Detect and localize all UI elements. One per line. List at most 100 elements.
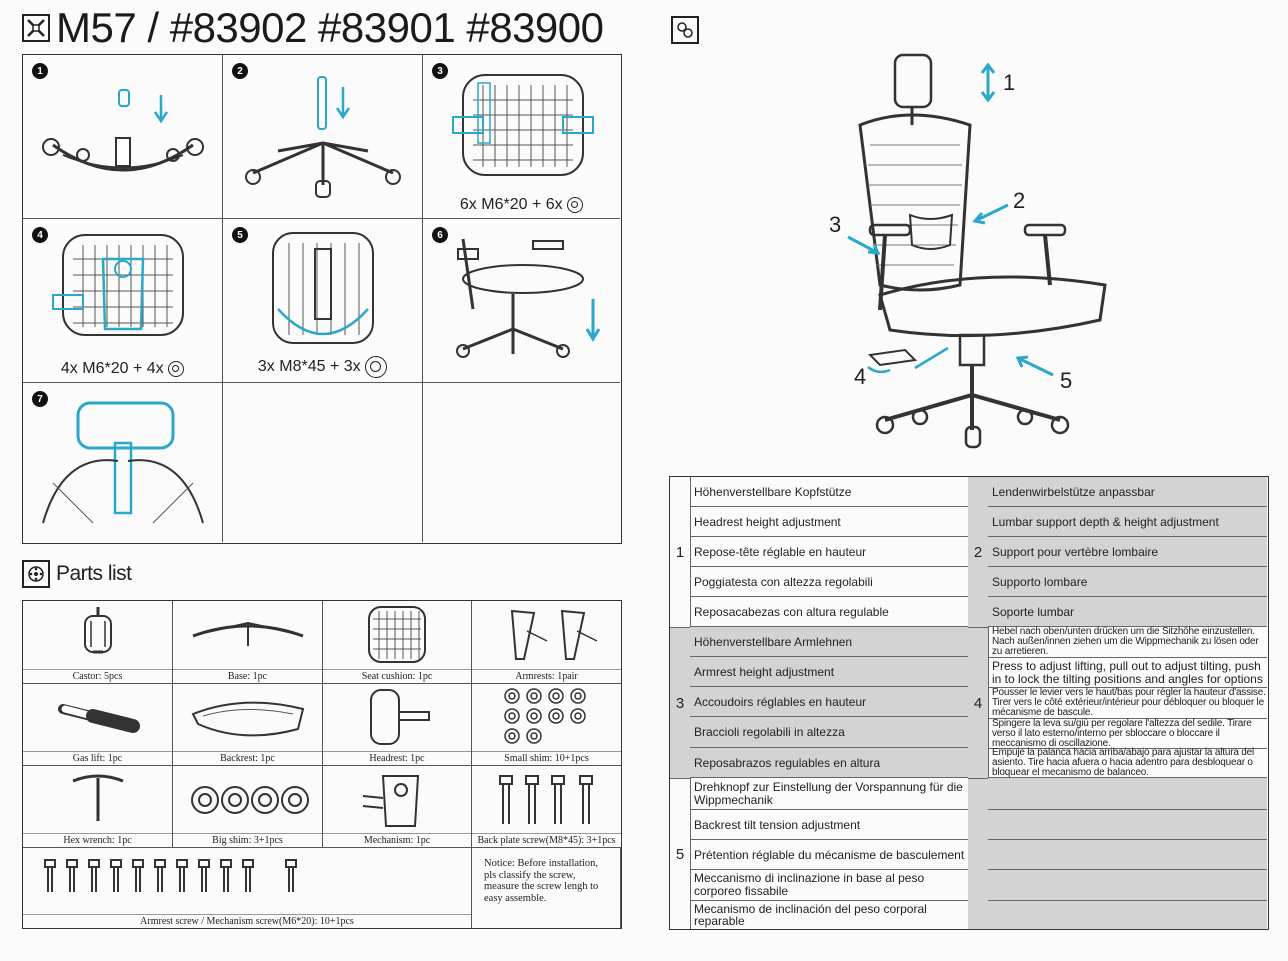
step-caption: 4x M6*20 + 4x [23,360,222,378]
hex-wrench-icon [72,774,124,821]
seat-cushion-icon [368,606,426,663]
shim-icon [168,360,185,377]
feature-text: Press to adjust lifting, pull out to adj… [988,658,1267,688]
assembly-step-6: 6 [423,219,620,383]
headrest-arrow [980,62,996,103]
feature-text: Backrest tilt tension adjustment [690,810,968,840]
mechanism-illustration [52,234,184,336]
feature-text: Mecanismo de inclinación del peso corpor… [694,902,927,928]
backrest-icon [191,701,305,737]
feature-text: Lumbar support depth & height adjustment [988,507,1267,537]
feature-text: Drehknopf zur Einstellung der Vorspannun… [690,778,968,810]
part-armrest-mechanism-screw: Armrest screw / Mechanism screw(M6*20): … [23,848,472,928]
callout-2: 2 [1013,188,1026,213]
feature-text: Accoudoirs réglables en hauteur [690,687,968,717]
part-hex-wrench: Hex wrench: 1pc [23,766,173,848]
feature-text: Höhenverstellbare Armlehnen [690,627,968,657]
step-caption: 3x M8*45 + 3x [223,356,422,378]
feature-text: Poggiatesta con altezza regolabili [690,567,968,597]
page-header: M57 / #83902 #83901 #83900 [22,4,604,52]
feature-text: Hebel nach oben/unten drücken um die Sit… [988,627,1267,658]
feature-text: Supporto lombare [988,567,1267,597]
mechanism-icon [362,775,420,827]
chair-press-illustration [456,238,601,358]
feature-text: Reposabrazos regulables en altura [690,748,968,778]
callout-3: 3 [829,212,842,237]
m6-screw-icon [44,859,297,892]
features-icon [671,16,699,44]
feature-text: Höhenverstellbare Kopfstütze [690,477,968,507]
feature-text: Support pour vertèbre lombaire [988,537,1267,567]
castor-icon [84,607,112,654]
armrests-icon [510,609,598,660]
gas-lift-illustration [245,76,401,198]
feature-number: 2 [973,543,983,561]
part-gas-lift: Gas lift: 1pc [23,684,173,766]
part-mechanism: Mechanism: 1pc [323,766,472,848]
lever-push-arrow [914,346,949,370]
empty-row [988,870,1267,901]
feature-text: Armrest height adjustment [690,657,968,687]
empty-number-cell [968,778,988,930]
base-icon [192,621,304,646]
armrest-arrow [847,235,881,255]
part-big-shim: Big shim: 3+1pcs [173,766,323,848]
feature-text: Empuje la palanca hacia arriba/abajo par… [988,748,1267,778]
headrest-icon [370,689,430,745]
parts-icon [22,560,50,588]
backrest-attach-illustration [272,232,374,344]
feature-text: Spingere la leva su/giù per regolare l'a… [988,718,1267,749]
parts-list-title: Parts list [56,562,132,585]
big-shim-icon [365,356,388,378]
assembly-step-3: 3 6x M6*20 + 6x [423,55,620,219]
parts-list-grid: Castor: 5pcs Base: 1pc Seat cushion: 1pc… [22,600,622,929]
part-base: Base: 1pc [173,601,323,684]
seat-cushion-illustration [452,74,594,176]
chair-features-illustration [847,53,1107,449]
feature-number: 3 [670,627,690,779]
features-left-text-column: Höhenverstellbare Kopfstütze Headrest he… [690,477,969,929]
assembly-step-5: 5 3x M8*45 + 3x [223,219,423,383]
big-shim-icon [191,786,309,814]
empty-row [988,901,1267,929]
assembly-step-1: 1 [23,55,223,219]
parts-list-header: Parts list [22,560,132,588]
step-caption: 6x M6*20 + 6x [423,196,620,214]
part-seat-cushion: Seat cushion: 1pc [323,601,472,684]
part-headrest: Headrest: 1pc [323,684,472,766]
step-number: 3 [432,63,448,79]
assembly-empty-cell [223,383,423,542]
feature-text: Soporte lumbar [988,597,1267,627]
empty-row [988,778,1267,810]
step-number: 5 [232,227,248,243]
empty-row [988,840,1267,870]
feature-text: Meccanismo di inclinazione in base al pe… [690,870,968,901]
feature-text: Reposacabezas con altura regulable [690,597,968,627]
feature-text: Headrest height adjustment [690,507,968,537]
lumbar-arrow [972,203,1009,225]
feature-text: Braccioli regolabili in altezza [690,717,968,748]
feature-text: Pousser le levier vers le haut/bas pour … [988,688,1267,719]
assembly-empty-cell [423,383,620,542]
assembly-step-7: 7 [23,383,223,542]
feature-text: Lendenwirbelstütze anpassbar [988,477,1267,507]
step-number: 6 [432,227,448,243]
features-table: 1 3 5 Höhenverstellbare Kopfstütze Headr… [669,476,1269,930]
features-left-number-column: 1 3 5 [670,477,691,929]
assembly-tools-icon [22,14,50,42]
tension-knob-arrow [1015,355,1054,377]
step-number: 4 [32,227,48,243]
gas-lift-icon [58,704,140,733]
part-castor: Castor: 5pcs [23,601,173,684]
castor-base-illustration [42,89,204,172]
step-number: 1 [32,63,48,79]
features-right-number-column: 2 4 [968,477,989,929]
feature-text: Prétention réglable du mécanisme de basc… [690,840,968,870]
part-back-plate-screw: Back plate screw(M8*45): 3+1pcs [472,766,621,848]
small-shim-icon [504,688,586,744]
callout-5: 5 [1060,368,1073,393]
part-small-shim: Small shim: 10+1pcs [472,684,621,766]
back-plate-screw-icon [499,775,593,824]
feature-number: 4 [968,627,988,779]
feature-number: 5 [670,778,690,930]
